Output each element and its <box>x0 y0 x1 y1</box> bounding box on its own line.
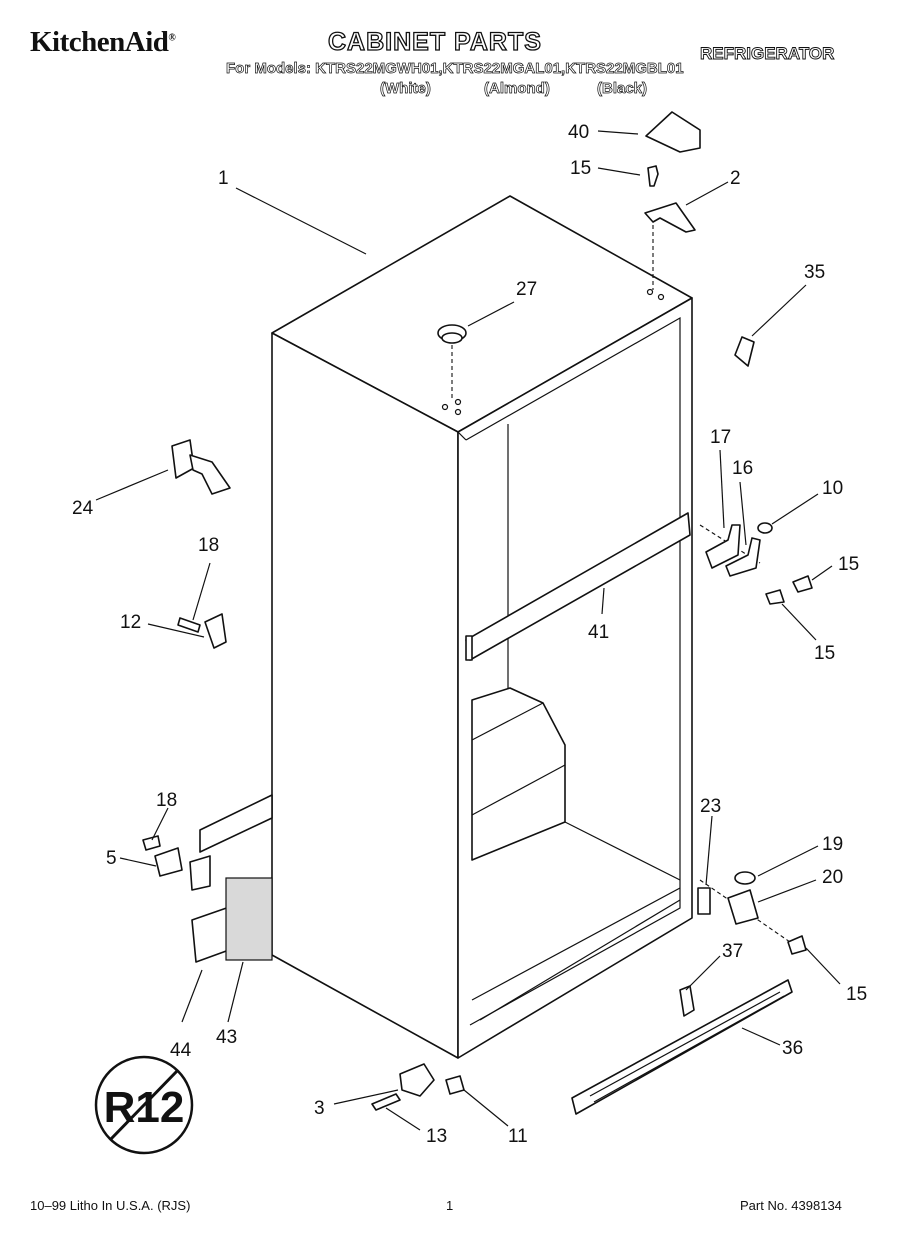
callout-17: 17 <box>710 427 731 448</box>
door-stop-bracket-icon <box>204 613 227 649</box>
screw-icon <box>792 575 813 593</box>
callout-15-bottom: 15 <box>846 984 867 1005</box>
callout-12: 12 <box>120 612 141 633</box>
callout-3: 3 <box>314 1098 325 1119</box>
callout-40: 40 <box>568 122 589 143</box>
rating-plate-icon <box>697 887 711 915</box>
callout-11: 11 <box>508 1126 528 1147</box>
variant-black: (Black) <box>597 80 648 98</box>
r12-badge: R12 <box>94 1055 194 1155</box>
callout-23: 23 <box>700 796 721 817</box>
page-title: CABINET PARTS <box>327 27 542 56</box>
lower-hinge-icon <box>399 1063 435 1097</box>
screw-icon <box>647 165 659 187</box>
appliance-category: REFRIGERATOR <box>700 44 835 64</box>
shim-plate-icon <box>199 794 273 853</box>
part-number: Part No. 4398134 <box>740 1198 842 1213</box>
callout-10: 10 <box>822 478 843 499</box>
lower-bracket-icon <box>154 847 183 877</box>
screw-icon <box>177 617 201 633</box>
callout-13: 13 <box>426 1126 447 1147</box>
washer-icon <box>734 871 756 885</box>
variant-white: (White) <box>380 80 432 98</box>
hinge-cover-icon <box>734 336 755 367</box>
page-number: 1 <box>446 1198 454 1213</box>
callout-36: 36 <box>782 1038 803 1059</box>
insulation-pad <box>225 877 273 961</box>
callout-18-lower: 18 <box>156 790 177 811</box>
variant-almond: (Almond) <box>484 80 551 98</box>
callout-20: 20 <box>822 867 843 888</box>
hinge-pin-icon <box>371 1093 401 1111</box>
toe-grille <box>571 979 793 1115</box>
brand-logo: KitchenAid® <box>30 26 176 58</box>
callout-35: 35 <box>804 262 825 283</box>
top-hinge-icon <box>644 202 696 233</box>
callout-44: 44 <box>170 1040 192 1061</box>
callout-24: 24 <box>72 498 94 519</box>
screw-icon <box>142 835 161 851</box>
lower-hinge-bracket-icon <box>727 889 759 925</box>
callout-37: 37 <box>722 941 743 962</box>
callout-15-top: 15 <box>570 158 591 179</box>
print-info: 10–99 Litho In U.S.A. (RJS) <box>30 1198 191 1213</box>
clip-icon <box>679 985 695 1017</box>
callout-43: 43 <box>216 1027 237 1048</box>
callout-16: 16 <box>732 458 753 479</box>
nut-icon <box>445 1075 465 1095</box>
callout-2: 2 <box>730 168 741 189</box>
callout-18-upper: 18 <box>198 535 219 556</box>
center-hinge-icon <box>725 537 761 577</box>
callout-27: 27 <box>516 279 537 300</box>
hinge-cap <box>645 111 701 153</box>
callout-15-mid-a: 15 <box>838 554 859 575</box>
model-list: For Models: KTRS22MGWH01,KTRS22MGAL01,KT… <box>226 60 684 78</box>
washer-icon <box>757 522 773 534</box>
callout-19: 19 <box>822 834 843 855</box>
hinge-plate-icon <box>705 524 741 569</box>
callout-15-mid-b: 15 <box>814 643 835 664</box>
callout-41: 41 <box>588 622 609 643</box>
svg-text:R12: R12 <box>104 1083 185 1132</box>
screw-icon <box>787 935 807 955</box>
cabinet-body <box>271 195 693 1059</box>
screw-icon <box>765 589 785 605</box>
callout-1: 1 <box>218 168 229 189</box>
callout-5: 5 <box>106 848 117 869</box>
